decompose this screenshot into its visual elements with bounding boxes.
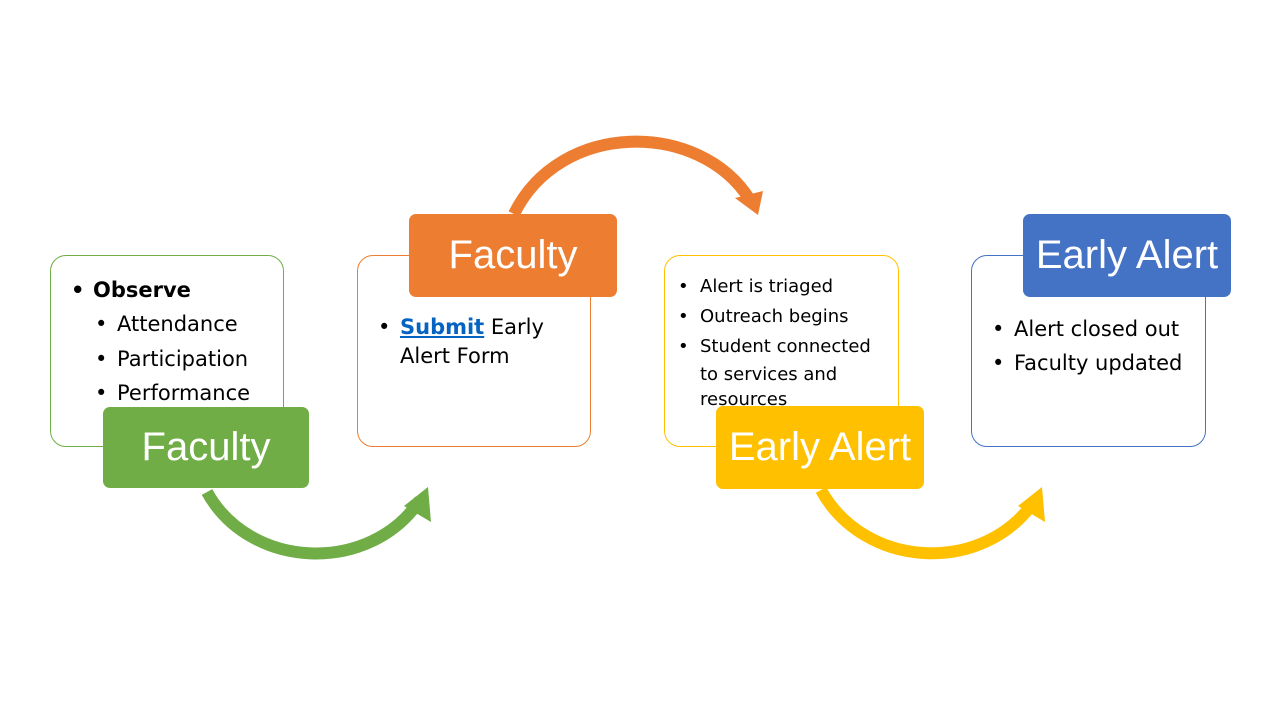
step3-item: Alert is triaged — [678, 272, 871, 302]
step1-sub-item: Performance — [95, 376, 250, 411]
step3-item-line3: resources — [700, 389, 788, 410]
step4-list: Alert closed out Faculty updated — [992, 312, 1182, 380]
step3-item: Student connected to services and resour… — [678, 332, 871, 412]
step2-item: Submit Early Alert Form — [378, 313, 544, 371]
step1-main-text: Observe — [93, 278, 191, 302]
step2-item-text: Early — [484, 315, 544, 339]
step1-label: Faculty — [103, 407, 309, 488]
step1-sub-item: Participation — [95, 342, 250, 377]
step4-label: Early Alert — [1023, 214, 1231, 297]
step3-item: Outreach begins — [678, 302, 871, 332]
step1-box: Observe Attendance Participation Perform… — [50, 255, 284, 447]
step1-sublist: Attendance Participation Performance — [95, 307, 250, 411]
arrow-orange-head-icon — [735, 191, 763, 215]
step3-label: Early Alert — [716, 406, 924, 489]
arrow-green-head-icon — [404, 487, 431, 522]
arrow-yellow-head-icon — [1018, 487, 1045, 522]
step2-list: Submit Early Alert Form — [378, 313, 544, 371]
step4-item: Faculty updated — [992, 346, 1182, 380]
step1-main-item: Observe — [71, 273, 191, 307]
arrow-orange-icon — [508, 135, 756, 217]
step2-item-text-line2: Alert Form — [400, 344, 510, 368]
step3-item-line1: Student connected — [700, 336, 871, 357]
arrow-yellow-icon — [815, 487, 1040, 560]
step1-sub-item: Attendance — [95, 307, 250, 342]
arrow-green-icon — [201, 489, 425, 560]
step4-item: Alert closed out — [992, 312, 1182, 346]
step1-list: Observe — [71, 273, 191, 307]
step3-item-line2: to services and — [700, 364, 838, 385]
submit-link[interactable]: Submit — [400, 315, 485, 339]
step2-label: Faculty — [409, 214, 617, 297]
step3-list: Alert is triaged Outreach begins Student… — [678, 272, 871, 412]
